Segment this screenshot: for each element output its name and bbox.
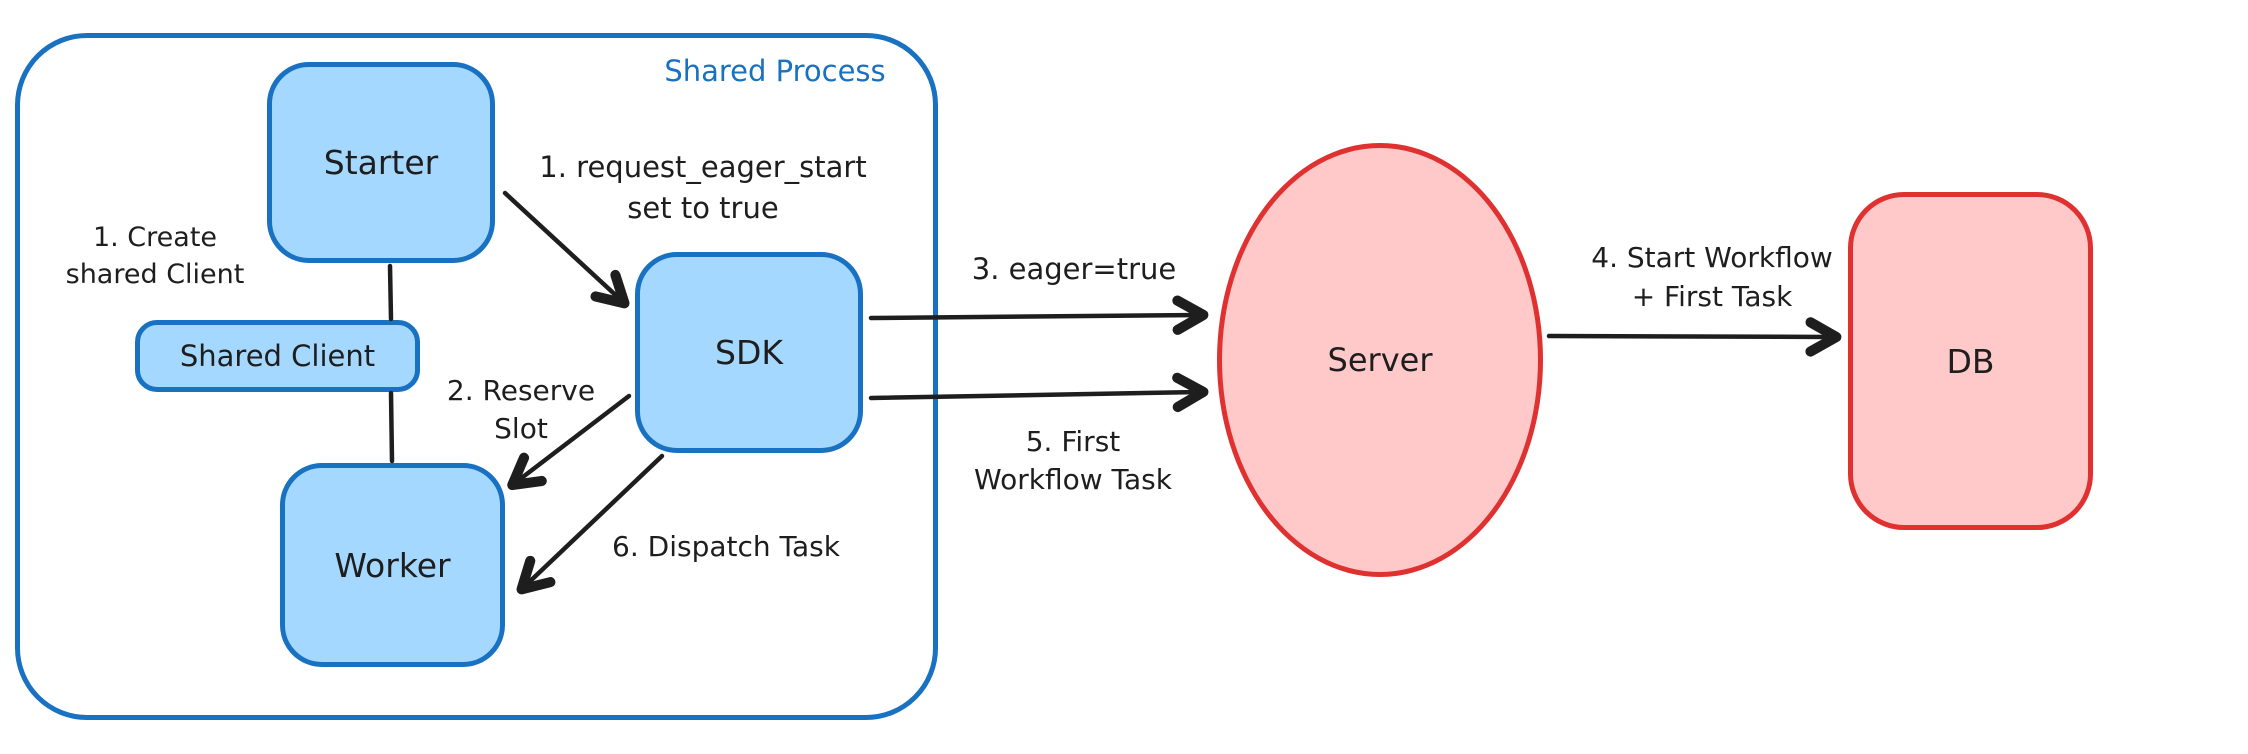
node-shared-client: Shared Client [135,320,420,392]
node-shared-client-label: Shared Client [179,339,376,373]
label-request-eager-start: 1. request_eager_start set to true [539,150,867,225]
node-db-label: DB [1946,341,1995,381]
node-worker-label: Worker [334,545,451,585]
label-create-shared-client: 1. Create shared Client [65,222,245,290]
node-worker: Worker [280,463,505,667]
label-dispatch-task: 6. Dispatch Task [612,530,840,563]
node-server-label: Server [1327,341,1433,379]
shared-process-label: Shared Process [664,54,886,88]
shared-process-container [15,33,938,720]
node-db: DB [1848,192,2093,530]
node-starter: Starter [267,62,495,263]
node-sdk-label: SDK [715,333,783,372]
label-reserve-slot: 2. Reserve Slot [446,374,596,445]
node-sdk: SDK [635,252,863,453]
node-server: Server [1217,143,1543,577]
label-first-workflow-task: 5. First Workflow Task [974,425,1172,496]
label-start-workflow: 4. Start Workflow + First Task [1591,241,1833,313]
arrow-server-to-db [1546,317,1842,357]
label-eager-true: 3. eager=true [971,252,1177,286]
node-starter-label: Starter [323,143,439,182]
